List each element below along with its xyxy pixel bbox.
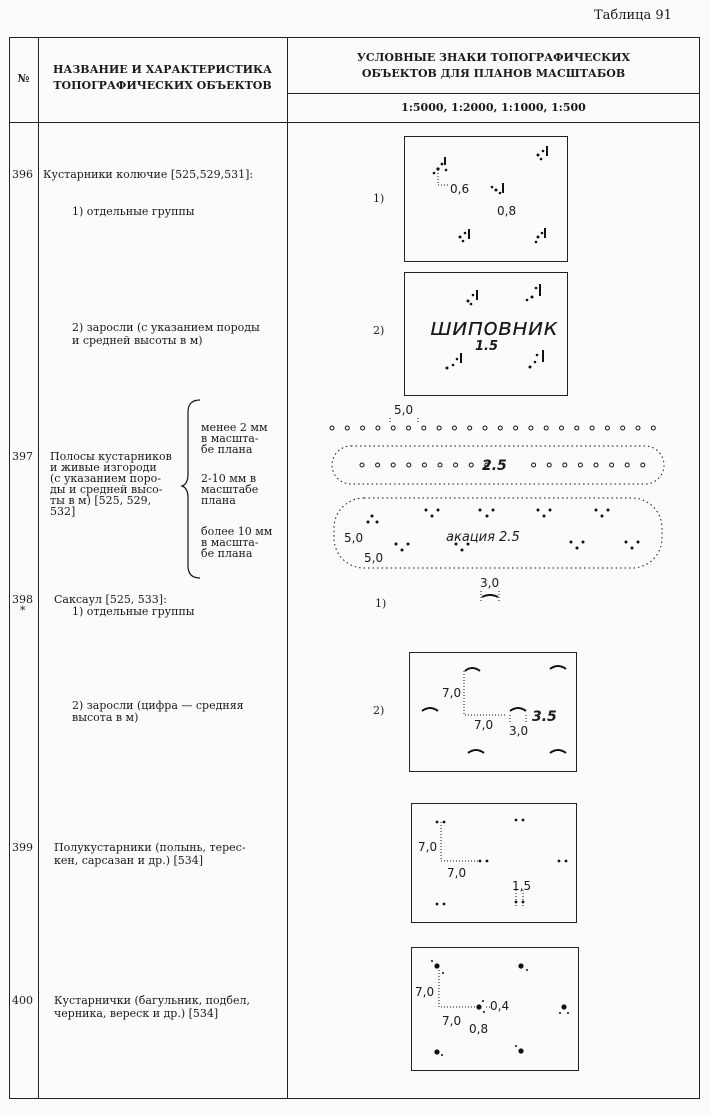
dim-label: 7,0 (442, 686, 461, 700)
dim-label: 0,4 (490, 999, 509, 1013)
symbol-thorny-shrubs-groups: 0,6 0,8 (404, 136, 568, 262)
dim-label: 7,0 (415, 985, 434, 999)
plant-label: шиповник (430, 313, 558, 341)
symbol-semi-shrubs: 7,0 7,0 1,5 (411, 803, 577, 923)
row-description: Полосы кустарников и живые изгороди (с у… (50, 450, 172, 518)
header-signs: УСЛОВНЫЕ ЗНАКИ ТОПОГРАФИЧЕСКИХ ОБЪЕКТОВ … (356, 51, 631, 80)
height-label: 3.5 (532, 709, 557, 725)
dim-label: 7,0 (442, 1014, 461, 1028)
row-description-line: Полукустарники (полынь, терес- (54, 841, 246, 854)
symbol-saxaul-thickets: 7,0 7,0 3,0 3.5 (409, 652, 577, 772)
row-subitem: 1) отдельные группы (72, 605, 195, 618)
option-medium: 2-10 мм в масштабе плана (201, 472, 259, 507)
row-number: 400 (12, 994, 33, 1007)
thorny-shrub-symbols: 0,6 0,8 (432, 146, 548, 244)
dim-label: 0,6 (450, 182, 469, 196)
row-number: 399 (12, 841, 33, 854)
dim-label: 0,8 (469, 1022, 488, 1036)
row-subitem: и средней высоты в м) (72, 334, 203, 347)
row-title: Саксаул [525, 533]: (54, 593, 167, 606)
row-subitem: 2) заросли (цифра — средняя (72, 699, 244, 712)
row-subitem: высота в м) (72, 711, 139, 724)
row-description-line: Кустарнички (багульник, подбел, (54, 994, 251, 1007)
header-name: НАЗВАНИЕ И ХАРАКТЕРИСТИКА ТОПОГРАФИЧЕСКИ… (52, 63, 273, 92)
dim-label: 3,0 (509, 724, 528, 738)
saxaul-symbols: 7,0 7,0 3,0 3.5 (421, 665, 567, 754)
option-small: менее 2 мм в масшта- бе плана (201, 421, 268, 456)
row-number: 396 (12, 168, 33, 181)
header-bottom-border (9, 122, 700, 123)
symbol-thorny-shrubs-thickets: шиповник 1.5 (404, 272, 568, 396)
variant-marker: 2) (373, 704, 385, 717)
dim-label: 1,5 (512, 879, 531, 893)
dim-label: 0,8 (497, 204, 516, 218)
row-star: * (20, 604, 26, 617)
row-subitem: 1) отдельные группы (72, 205, 195, 218)
symbol-shrub-strips: 5,0 2.5 5,0 5,0 акация 2.5 (329, 403, 665, 569)
name-col-divider (287, 37, 288, 1098)
row-description-line: кен, сарсазан и др.) [534] (54, 854, 204, 867)
variant-marker: 2) (373, 324, 385, 337)
dim-label: 7,0 (447, 866, 466, 880)
num-col-divider (38, 37, 39, 1098)
saxaul-single-symbol: 3,0 (480, 576, 500, 603)
row-subitem: 2) заросли (с указанием породы (72, 321, 260, 334)
undershrub-symbols: 7,0 7,0 0,4 0,8 (415, 960, 569, 1056)
dim-label: 7,0 (474, 718, 493, 732)
table-right-border (699, 37, 700, 1098)
strip-height: 2.5 (482, 458, 507, 474)
symbol-undershrubs: 7,0 7,0 0,4 0,8 (411, 947, 579, 1071)
dim-label: 5,0 (364, 551, 383, 565)
option-large: более 10 мм в масшта- бе плана (201, 525, 273, 560)
row-number: 398 (12, 593, 33, 606)
table-top-border (9, 37, 700, 38)
variant-marker: 1) (373, 192, 385, 205)
table-label: Таблица 91 (594, 8, 672, 23)
variant-marker: 1) (375, 597, 387, 610)
semi-shrub-symbols: 7,0 7,0 1,5 (418, 818, 568, 908)
dim-label: 3,0 (480, 576, 499, 590)
row-title: Кустарники колючие [525,529,531]: (43, 168, 254, 181)
plant-label: акация 2.5 (446, 530, 520, 545)
dim-label: 5,0 (344, 531, 363, 545)
plant-height: 1.5 (475, 339, 498, 354)
table-left-border (9, 37, 10, 1098)
thicket-symbols: шиповник 1.5 (430, 284, 558, 370)
row-description-line: черника, вереск и др.) [534] (54, 1007, 219, 1020)
header-scales: 1:5000, 1:2000, 1:1000, 1:500 (401, 101, 586, 114)
dim-label: 5,0 (394, 403, 413, 417)
brace-icon (180, 399, 201, 579)
row-number: 397 (12, 450, 33, 463)
header-num: № (17, 72, 30, 85)
dim-label: 7,0 (418, 840, 437, 854)
scale-divider (287, 93, 700, 94)
table-bottom-border (9, 1098, 700, 1099)
